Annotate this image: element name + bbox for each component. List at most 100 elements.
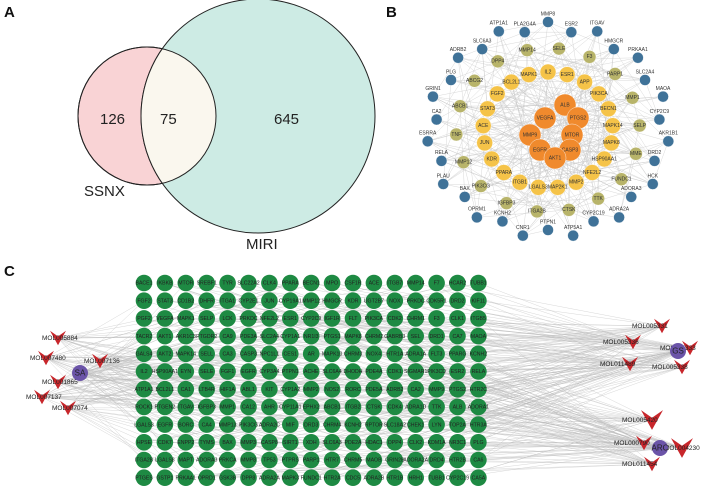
target-node-label: ITGA2B (135, 458, 154, 464)
ppi-node: MAOA (656, 86, 671, 102)
target-node-label: TOP2A (449, 422, 466, 428)
ppi-node-circle (431, 114, 442, 125)
target-node-label: PGF2 (137, 316, 151, 322)
target-node-label: NR1I3 (304, 334, 319, 340)
target-node: LYN (428, 416, 445, 433)
ppi-node-label: FUNDC1 (611, 177, 631, 183)
ppi-node-label: PARP1 (607, 71, 623, 77)
target-node-label: CYP1A1 (280, 334, 300, 340)
target-node: FGF2 (136, 292, 153, 309)
molecule-node-label: MOL007136 (84, 358, 120, 365)
target-node: PRKAA1 (176, 469, 197, 486)
target-node-label: CA4 (202, 422, 212, 428)
ppi-node: LGALS3 (529, 179, 548, 195)
target-node-label: ESR1 (284, 316, 298, 322)
ppi-edge (477, 210, 569, 218)
target-node: NOX4 (366, 346, 383, 363)
target-node: RELA (470, 363, 487, 380)
target-node: CDK1 (387, 363, 404, 380)
ppi-node: DPP4 (491, 55, 504, 68)
target-node: CA4 (198, 416, 215, 433)
ppi-edge (460, 105, 565, 106)
target-node-label: HMGCR (322, 298, 342, 304)
ppi-node: CNR1 (516, 225, 530, 241)
target-node: HDAC1 (365, 434, 383, 451)
target-node-label: ITGB7 (387, 281, 402, 287)
target-node-label: PRKCA (219, 458, 237, 464)
target-node-label: STAT3 (157, 298, 172, 304)
panel-label-c: C (4, 263, 15, 280)
target-node-label: PTPN1 (282, 369, 299, 375)
target-node: NOX (387, 292, 404, 309)
target-node: ITGA1 (219, 292, 236, 309)
target-node-label: CA12 (242, 405, 255, 411)
ppi-node-label: HCK (647, 173, 658, 179)
ppi-node: TTK (592, 192, 605, 205)
target-node-label: KDR (348, 298, 359, 304)
ppi-node-label: ADRA2A (609, 207, 630, 213)
target-node-label: CA3 (223, 351, 233, 357)
target-node-label: MIF (286, 422, 295, 428)
target-node: DRD1 (428, 328, 445, 345)
target-node: TUBB1 (428, 469, 445, 486)
target-node-label: MMP8 (241, 458, 256, 464)
ppi-node-label: CTSK (562, 207, 576, 213)
target-node: SELL (198, 346, 215, 363)
venn-right-set-label: MIRI (246, 236, 278, 253)
target-node: BACE1 (135, 275, 152, 292)
target-node-label: F7 (434, 281, 440, 287)
ppi-node: CYP2C9 (650, 109, 670, 125)
ppi-node-label: FGF2 (491, 91, 504, 97)
target-node: PTPN1 (282, 363, 299, 380)
target-node: PTGS1 (324, 328, 341, 345)
target-node-label: LYN (432, 422, 442, 428)
target-node: CSF1R (344, 275, 361, 292)
ppi-node: ITGB1 (512, 174, 528, 190)
target-node: BORC (178, 416, 195, 433)
target-node-label: RPTOR (365, 422, 383, 428)
target-node: DRD2 (449, 292, 466, 309)
target-node: PARP1 (303, 452, 320, 469)
target-node-label: CYP19A1 (279, 298, 302, 304)
target-node: MAPT (178, 452, 195, 469)
target-node: CA9 (219, 328, 236, 345)
ppi-node-circle (543, 225, 554, 236)
target-node: ADORA3 (196, 452, 217, 469)
ppi-node: CYP2C19 (582, 211, 604, 227)
target-node-label: PPARA (282, 281, 300, 287)
target-node-label: CDK2 (388, 316, 402, 322)
ppi-node-label: SELE (553, 46, 566, 52)
target-node: PDE3A (240, 328, 258, 345)
target-node: ESR2 (449, 363, 466, 380)
target-node-label: ADRA2A (259, 475, 280, 481)
target-node: CA2 (407, 381, 424, 398)
target-node-label: SELP (200, 316, 214, 322)
target-node: ACE (366, 275, 383, 292)
ppi-node-label: ALB (560, 102, 570, 108)
molecule-node-label: MOL005331 (632, 323, 668, 330)
molecule-node-label: MOL007137 (26, 394, 62, 401)
target-node: CDC5 (345, 469, 362, 486)
ppi-node-label: LGALS3 (529, 185, 548, 191)
target-node: TYR (219, 275, 236, 292)
target-node-label: FGF2 (137, 298, 150, 304)
ppi-node: ESR2 (565, 22, 578, 38)
ppi-node-label: MMP12 (455, 160, 472, 166)
target-node-label: CYP1A2 (280, 387, 300, 393)
target-node-label: CLK2 (409, 440, 422, 446)
target-node-label: RORC (345, 387, 361, 393)
target-node-label: SEL (411, 334, 421, 340)
ppi-node-circle (566, 27, 577, 38)
ppi-node-label: MMP9 (523, 132, 538, 138)
target-node-label: HPSE (137, 440, 152, 446)
ppi-node-label: CYP2C19 (582, 211, 604, 217)
target-node: LGALS8 (155, 452, 175, 469)
ppi-node-label: IGFBP3 (498, 200, 516, 206)
ppi-node-label: ABCG2 (466, 78, 483, 84)
target-node: BECN1 (303, 275, 320, 292)
target-node-label: CYP2E1 (239, 298, 259, 304)
panel-label-b: B (386, 4, 397, 21)
ppi-node: PLAU (437, 173, 450, 189)
ppi-node: ESR1 (559, 67, 575, 83)
ppi-node: IL2 (540, 64, 556, 80)
